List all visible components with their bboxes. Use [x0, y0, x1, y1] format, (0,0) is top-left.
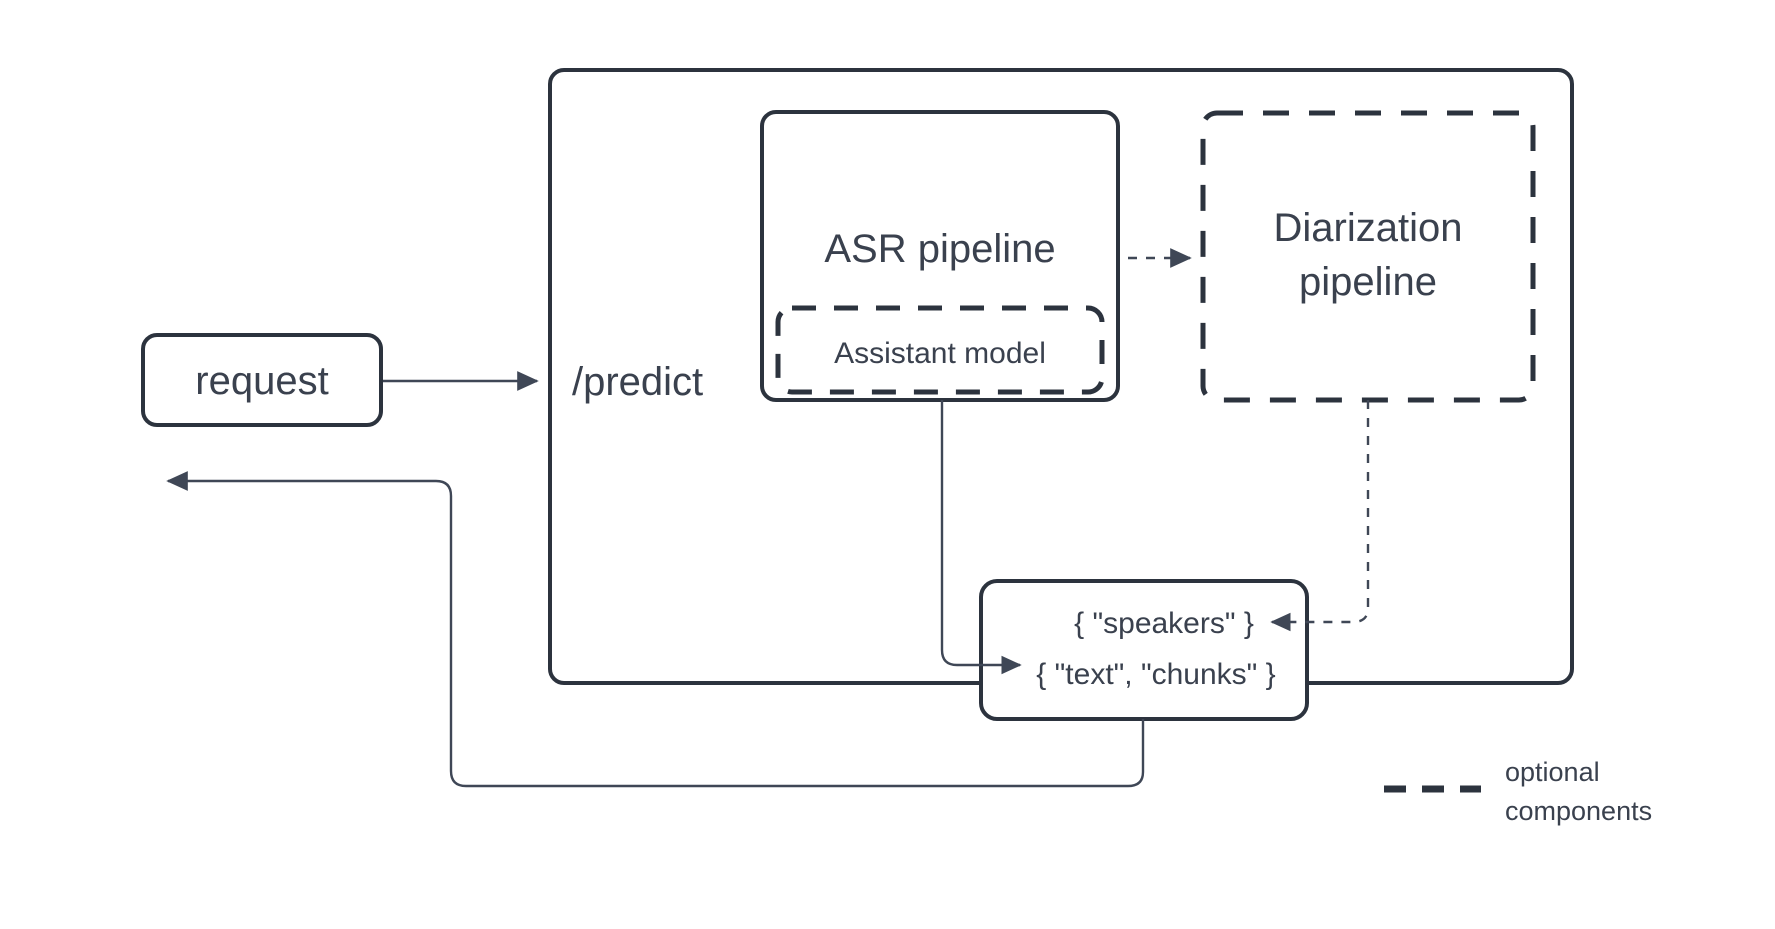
request-box: [141, 333, 383, 427]
assistant-model-label: Assistant model: [834, 337, 1046, 370]
asr-pipeline-node[interactable]: ASR pipeline: [760, 110, 1120, 402]
edge-output-to-response: [166, 471, 1145, 788]
edge-asr-to-output-line: [940, 400, 1022, 675]
output-speakers-label: { "speakers" }: [1074, 607, 1254, 640]
edge-asr-to-output: [940, 400, 1022, 675]
edge-diarization-to-output: [1270, 400, 1370, 632]
asr-pipeline-box: [760, 110, 1120, 402]
legend-label-line2: components: [1505, 796, 1652, 826]
edge-output-to-response-line: [166, 471, 1145, 788]
edge-diarization-to-output-line: [1270, 400, 1370, 632]
service-container-label: /predict: [572, 360, 703, 404]
output-payload-node[interactable]: { "speakers" } { "text", "chunks" }: [979, 579, 1309, 721]
diarization-pipeline-label-line2: pipeline: [1299, 260, 1437, 304]
legend: optional components: [1384, 757, 1652, 826]
request-node[interactable]: request: [141, 333, 383, 427]
assistant-model-box: [775, 305, 1105, 395]
request-label: request: [195, 359, 328, 403]
assistant-model-node[interactable]: Assistant model: [775, 305, 1105, 395]
output-text-chunks-label: { "text", "chunks" }: [1036, 658, 1275, 691]
output-payload-box: [979, 579, 1309, 721]
asr-pipeline-label: ASR pipeline: [824, 227, 1055, 271]
diarization-pipeline-label-line1: Diarization: [1274, 206, 1463, 250]
legend-label-line1: optional: [1505, 757, 1600, 787]
